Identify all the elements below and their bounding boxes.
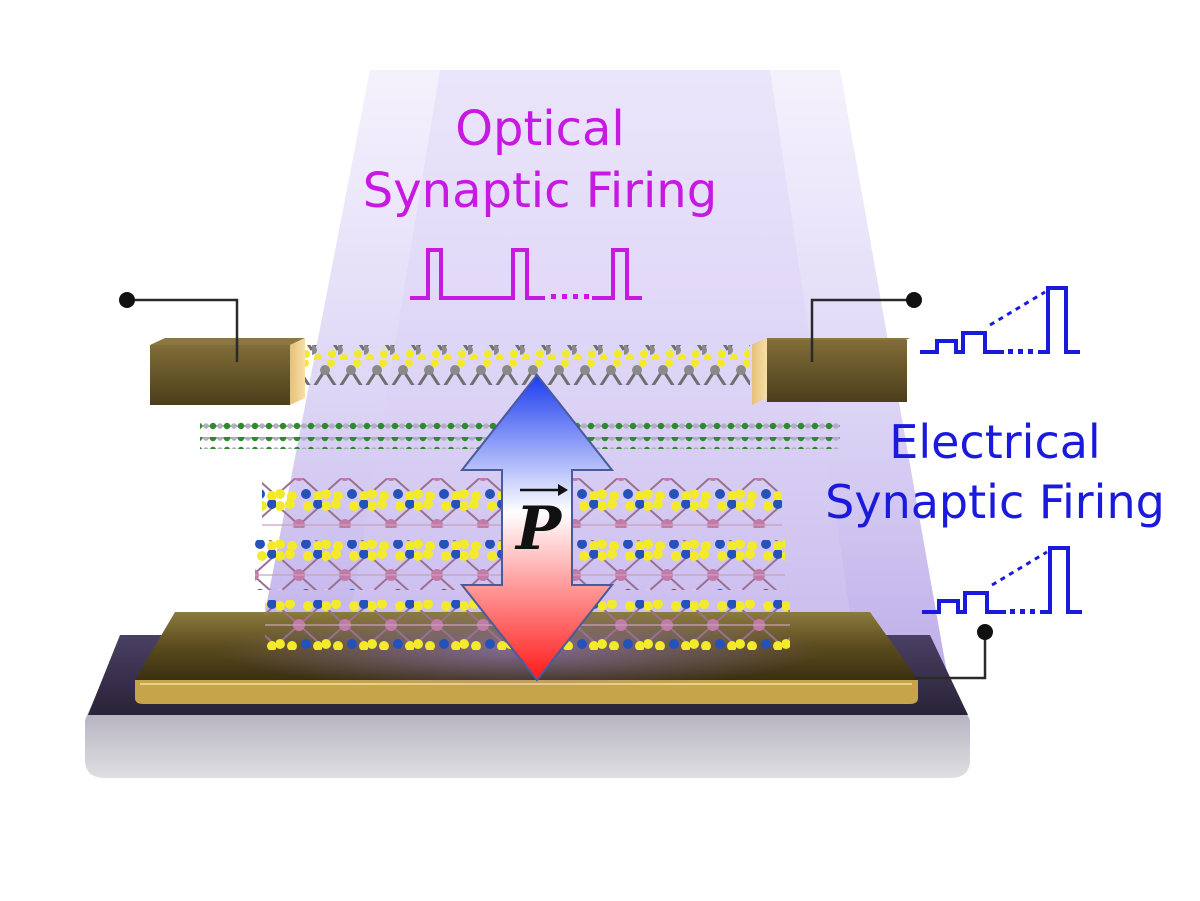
terminal-bottom [977, 624, 993, 640]
optical-pulse-dots [551, 294, 589, 299]
electrical-label-line1: Electrical [889, 415, 1101, 469]
optical-label: Optical Synaptic Firing [330, 98, 750, 222]
polarization-arrow [459, 373, 615, 682]
electrical-pulse-train-top [920, 286, 1080, 354]
optical-label-line1: Optical [455, 101, 625, 157]
optical-pulse-end [592, 248, 642, 300]
channel-layer [305, 345, 750, 385]
terminal-left [119, 292, 135, 308]
right-electrode [752, 338, 910, 405]
polarization-symbol: P [516, 494, 562, 564]
electrical-label: Electrical Synaptic Firing [800, 412, 1190, 532]
left-electrode [150, 338, 305, 405]
optical-pulse-train [410, 248, 545, 300]
electrical-pulse-train-bottom [922, 546, 1082, 614]
terminal-right [906, 292, 922, 308]
electrical-label-line2: Synaptic Firing [825, 475, 1165, 529]
optical-label-line2: Synaptic Firing [362, 163, 718, 219]
wiring [127, 298, 987, 680]
vector-arrow-icon [520, 484, 568, 496]
